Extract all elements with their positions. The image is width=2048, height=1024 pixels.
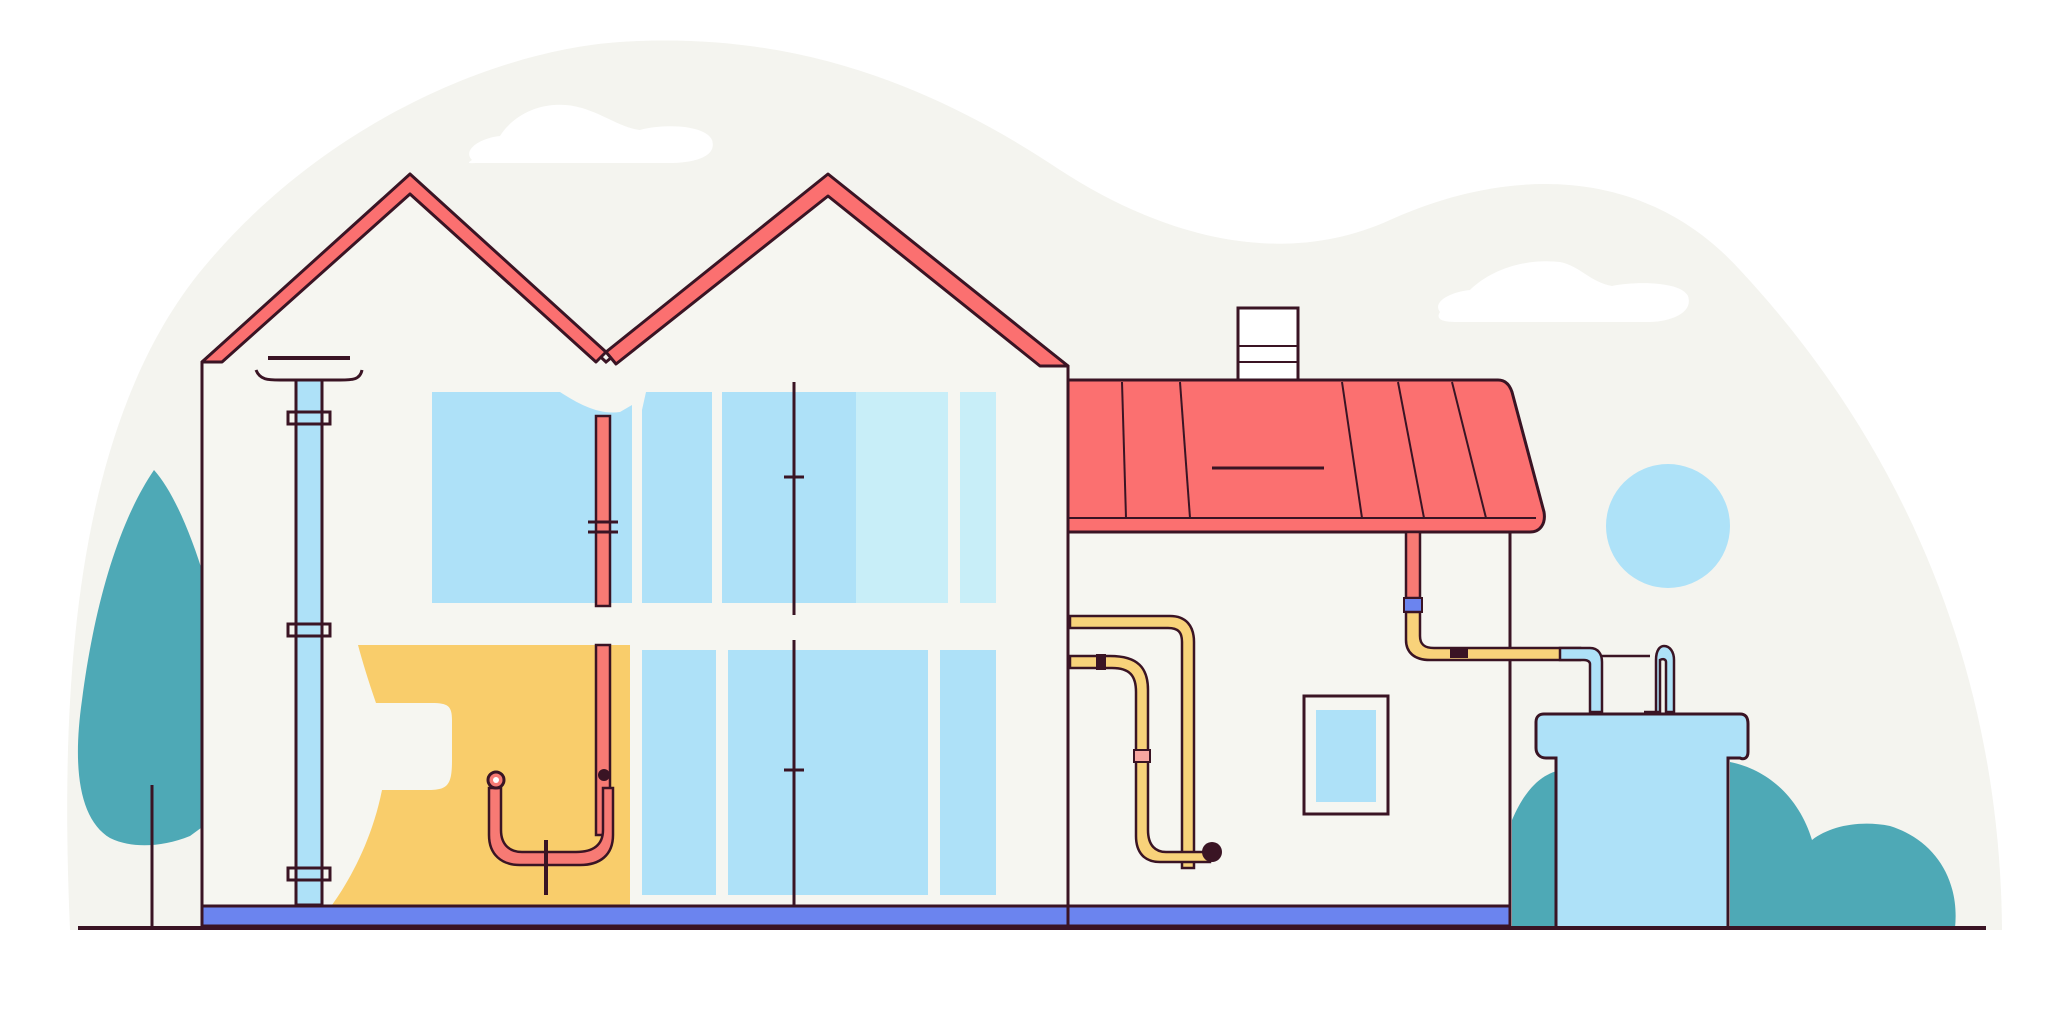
roof-trim-right bbox=[604, 172, 1070, 368]
annex-house bbox=[1066, 306, 1750, 930]
window-lower-3 bbox=[940, 650, 996, 895]
roof-seam bbox=[1451, 381, 1487, 519]
gas-valve-icon bbox=[1202, 842, 1222, 862]
cloud-icon bbox=[468, 104, 713, 164]
pipe-coupling bbox=[1096, 654, 1106, 670]
sun-icon bbox=[1606, 464, 1730, 588]
window-upper-1 bbox=[432, 392, 632, 603]
shrub-icon bbox=[1512, 770, 1560, 928]
drain-valve-dot bbox=[493, 777, 499, 783]
red-u-trap bbox=[487, 786, 615, 867]
shrub-icon bbox=[1730, 762, 1956, 928]
pipe-coupling bbox=[286, 866, 332, 882]
pipe-coupling bbox=[1133, 749, 1151, 763]
blue-vent-pipe bbox=[1644, 644, 1676, 714]
cloud-icon bbox=[1438, 261, 1689, 322]
annex-roof bbox=[1066, 378, 1546, 534]
soil-stack-hood bbox=[254, 369, 364, 382]
water-tank-icon bbox=[1534, 712, 1750, 930]
blue-inlet-pipe bbox=[1558, 646, 1604, 714]
pipe-joint bbox=[598, 769, 610, 781]
main-house bbox=[200, 172, 1070, 912]
window-lower-1 bbox=[642, 650, 716, 895]
soil-stack-pipe bbox=[294, 378, 324, 907]
yellow-gas-pipe bbox=[1068, 614, 1196, 870]
pipe-coupling bbox=[286, 622, 332, 638]
roof-seam bbox=[1397, 381, 1425, 519]
foundation-strip bbox=[200, 904, 1512, 928]
window-upper-4 bbox=[856, 392, 948, 603]
red-supply-pipe bbox=[594, 414, 612, 608]
roof-seam bbox=[1121, 381, 1127, 519]
window-upper-2 bbox=[642, 392, 712, 603]
pipe-coupling bbox=[286, 410, 332, 426]
yellow-interior-wall bbox=[332, 645, 630, 905]
pipe-joint bbox=[1450, 648, 1468, 658]
red-downpipe bbox=[1404, 530, 1422, 600]
window-lower-2 bbox=[728, 650, 928, 895]
roof-trim-left bbox=[200, 172, 608, 364]
annex-window-glass bbox=[1316, 710, 1376, 802]
window-upper-5 bbox=[960, 392, 996, 603]
annex-wall bbox=[1066, 528, 1512, 912]
window-upper-3 bbox=[722, 392, 856, 603]
roof-seam bbox=[1179, 381, 1191, 519]
roof-seam bbox=[1341, 381, 1363, 519]
tree-icon bbox=[77, 470, 205, 846]
pipe-coupling bbox=[1403, 597, 1423, 613]
